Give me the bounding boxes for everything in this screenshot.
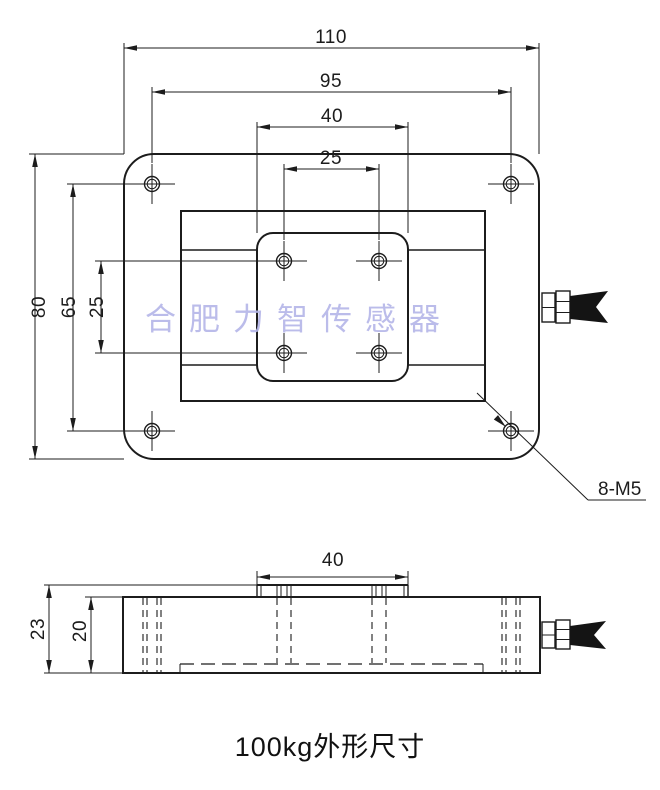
side-view: 40 <box>28 550 606 674</box>
cable-gland-side-view <box>541 619 606 650</box>
dim-inner-hole-span-x: 25 <box>283 148 380 240</box>
cable-gland-top-view <box>541 290 608 324</box>
hidden-corner-holes <box>142 598 521 672</box>
thread-callout: 8-M5 <box>476 392 646 501</box>
dim-overall-height: 80 <box>29 153 124 460</box>
dim-inner-hole-span-y: 25 <box>87 260 261 354</box>
dim-label-95: 95 <box>320 71 342 92</box>
top-view: 110 95 40 25 <box>29 27 646 501</box>
mounting-hole <box>488 164 534 204</box>
hidden-boss-holes <box>276 598 387 663</box>
body-outline <box>180 210 486 402</box>
dim-corner-hole-span-y: 65 <box>59 183 129 432</box>
gland-nut <box>555 619 571 650</box>
dim-label-80: 80 <box>29 296 50 318</box>
corner-holes <box>129 164 534 451</box>
boss-hole <box>261 241 307 281</box>
dim-label-40-side: 40 <box>322 550 344 571</box>
dim-label-23: 23 <box>28 618 49 640</box>
hidden-pocket <box>179 663 484 673</box>
dim-label-65: 65 <box>59 296 80 318</box>
dim-label-25-y: 25 <box>87 296 108 318</box>
dim-body-height-side: 20 <box>70 596 123 673</box>
cable-wire <box>570 291 608 323</box>
gland-nut <box>555 290 571 324</box>
watermark-text: 合肥力智传感器 <box>145 302 453 337</box>
body-side-outline <box>122 596 541 674</box>
beam-edge-lines <box>181 249 485 366</box>
dim-label-40: 40 <box>321 106 343 127</box>
cable-wire <box>570 621 606 649</box>
plate-outline <box>123 153 540 460</box>
dim-label-110: 110 <box>315 27 347 48</box>
mounting-hole <box>129 411 175 451</box>
dim-boss-width-side: 40 <box>256 550 409 585</box>
drawing-caption: 100kg外形尺寸 <box>235 732 426 762</box>
mounting-hole <box>129 164 175 204</box>
dim-overall-height-side: 23 <box>28 585 123 674</box>
mounting-hole <box>488 411 534 451</box>
boss-hole <box>356 333 402 373</box>
dim-label-20: 20 <box>70 620 91 642</box>
dim-boss-width-top: 40 <box>256 106 409 233</box>
thread-callout-label: 8-M5 <box>598 479 641 500</box>
dim-label-25-x: 25 <box>320 148 342 169</box>
boss-holes <box>261 241 402 373</box>
dim-corner-hole-span-x: 95 <box>151 71 512 163</box>
boss-hole <box>356 241 402 281</box>
boss-outline <box>256 232 409 382</box>
boss-hole <box>261 333 307 373</box>
dim-overall-width: 110 <box>123 27 540 154</box>
boss-side <box>256 584 409 597</box>
